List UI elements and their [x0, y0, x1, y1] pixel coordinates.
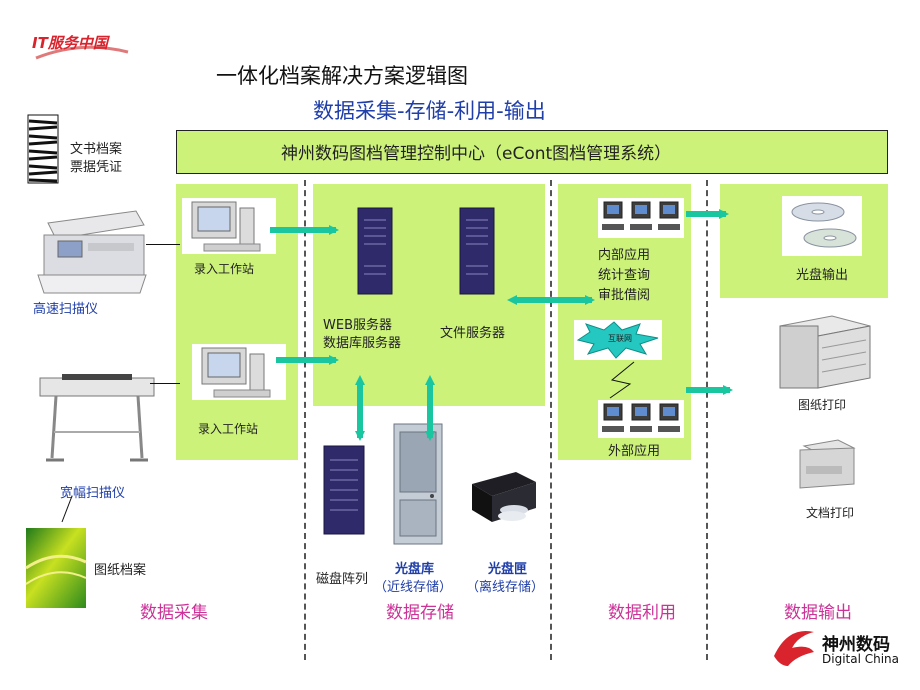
document-print-label: 文档打印	[806, 506, 855, 520]
document-stack-icon	[27, 114, 59, 184]
drawing-print-label: 图纸打印	[798, 398, 847, 412]
workstation-icon-top	[182, 198, 276, 254]
internal-app-label-2: 统计查询	[598, 268, 651, 283]
optical-box-icon	[466, 466, 540, 528]
web-server-icon	[357, 207, 393, 295]
workstation-label-bottom: 录入工作站	[198, 422, 259, 436]
documents-label-1: 文书档案	[70, 142, 123, 157]
file-server-label: 文件服务器	[440, 326, 506, 341]
it-logo: IT服务中国	[26, 28, 136, 68]
zone-storage	[313, 184, 545, 406]
internal-app-label-3: 审批借阅	[598, 288, 651, 303]
documents-label-2: 票据凭证	[70, 160, 123, 175]
high-speed-scanner-icon	[37, 210, 147, 294]
company-name-cn: 神州数码	[822, 635, 890, 655]
file-server-icon	[459, 207, 495, 295]
company-name-en: Digital China	[822, 652, 900, 666]
optical-library-label: 光盘库	[395, 562, 435, 577]
web-server-label-1: WEB服务器	[323, 318, 392, 333]
wide-scanner-icon	[39, 374, 155, 462]
disk-array-icon	[323, 445, 365, 535]
workstation-label-top: 录入工作站	[194, 262, 255, 276]
web-server-label-2: 数据库服务器	[323, 336, 402, 351]
it-logo-text: IT服务中国	[32, 34, 108, 52]
control-center-label: 神州数码图档管理控制中心（eCont图档管理系统）	[281, 144, 672, 164]
drawing-archive-label: 图纸档案	[94, 563, 147, 578]
stage-label-storage: 数据存储	[386, 603, 454, 623]
internal-app-terminals-icon	[598, 198, 684, 238]
digital-china-logo-icon	[774, 631, 814, 666]
stage-label-output: 数据输出	[784, 603, 852, 623]
plotter-icon	[774, 314, 874, 392]
laser-printer-icon	[799, 439, 856, 489]
drawing-link-line	[61, 495, 73, 523]
optical-box-label: 光盘匣	[488, 562, 528, 577]
optical-library-note: （近线存储）	[374, 580, 453, 595]
scanner-link-line	[146, 244, 180, 245]
divider-2	[550, 180, 552, 660]
workstation-icon-bottom	[192, 344, 286, 400]
internal-app-label-1: 内部应用	[598, 248, 651, 263]
internet-icon	[574, 320, 662, 360]
optical-box-note: （离线存储）	[466, 580, 545, 595]
divider-3	[706, 180, 708, 660]
it-logo-swoosh	[35, 45, 129, 60]
stage-label-collection: 数据采集	[140, 603, 208, 623]
internet-link-line	[609, 361, 635, 399]
optical-disc-icon	[782, 196, 862, 256]
wide-scanner-label: 宽幅扫描仪	[60, 486, 126, 501]
optical-library-icon	[393, 423, 443, 545]
internet-label: 互联网	[608, 334, 632, 343]
divider-1	[304, 180, 306, 660]
disc-output-label: 光盘输出	[796, 268, 849, 283]
high-speed-scanner-label: 高速扫描仪	[33, 302, 99, 317]
external-app-terminals-icon	[598, 400, 684, 438]
control-center-bar: 神州数码图档管理控制中心（eCont图档管理系统）	[176, 130, 888, 174]
external-app-label: 外部应用	[608, 444, 661, 459]
disk-array-label: 磁盘阵列	[316, 572, 369, 587]
wide-scanner-link-line	[150, 383, 180, 384]
page-subtitle: 数据采集-存储-利用-输出	[313, 99, 546, 123]
page-title: 一体化档案解决方案逻辑图	[216, 64, 468, 88]
stage-label-usage: 数据利用	[608, 603, 676, 623]
drawing-archive-icon	[25, 528, 87, 608]
